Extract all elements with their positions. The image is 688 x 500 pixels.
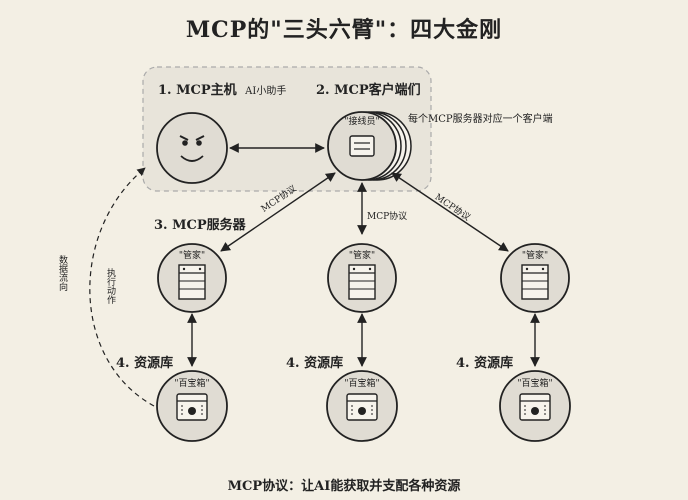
server-label: 3. MCP服务器 (154, 218, 246, 233)
server-tag-1: "管家" (178, 251, 206, 261)
diagram-title: MCP的"三头六臂"：四大金刚 (185, 17, 503, 43)
switchboard-icon (349, 135, 375, 157)
server-tag-2: "管家" (348, 251, 376, 261)
data-flow-arc (89, 167, 155, 407)
server-tag-3: "管家" (521, 251, 549, 261)
client-note: 每个MCP服务器对应一个客户端 (408, 114, 553, 125)
server-rack-icon (348, 264, 376, 300)
host-node (156, 112, 228, 184)
edge-label-data-flow: 数据流向 (57, 255, 67, 291)
smile-face-icon (179, 135, 205, 162)
treasure-box-icon (176, 393, 208, 421)
server-node-2 (327, 243, 397, 313)
edge-label-protocol-2: MCP协议 (367, 212, 408, 222)
client-server1-edge (220, 172, 336, 252)
client-tag: "接线员" (344, 117, 380, 127)
host-sublabel: AI小助手 (245, 86, 287, 97)
host-label: 1. MCP主机 AI小助手 (158, 83, 287, 98)
resource-label-1: 4. 资源库 (116, 356, 174, 371)
resource-tag-2: "百宝箱" (344, 379, 380, 389)
server-node-1 (157, 243, 227, 313)
client-server3-edge (391, 172, 509, 252)
resource-label-3: 4. 资源库 (456, 356, 514, 371)
server-rack-icon (521, 264, 549, 300)
resource-node-1 (156, 370, 228, 442)
resource-tag-1: "百宝箱" (174, 379, 210, 389)
server-rack-icon (178, 264, 206, 300)
resource-node-3 (499, 370, 571, 442)
resource-node-2 (326, 370, 398, 442)
resource-label-2: 4. 资源库 (286, 356, 344, 371)
treasure-box-icon (346, 393, 378, 421)
treasure-box-icon (519, 393, 551, 421)
resource-tag-3: "百宝箱" (517, 379, 553, 389)
edge-label-execute: 执行动作 (105, 268, 115, 304)
server-node-3 (500, 243, 570, 313)
diagram-footer: MCP协议：让AI能获取并支配各种资源 (227, 479, 461, 494)
client-node (327, 111, 412, 181)
client-label: 2. MCP客户端们 (316, 83, 421, 98)
